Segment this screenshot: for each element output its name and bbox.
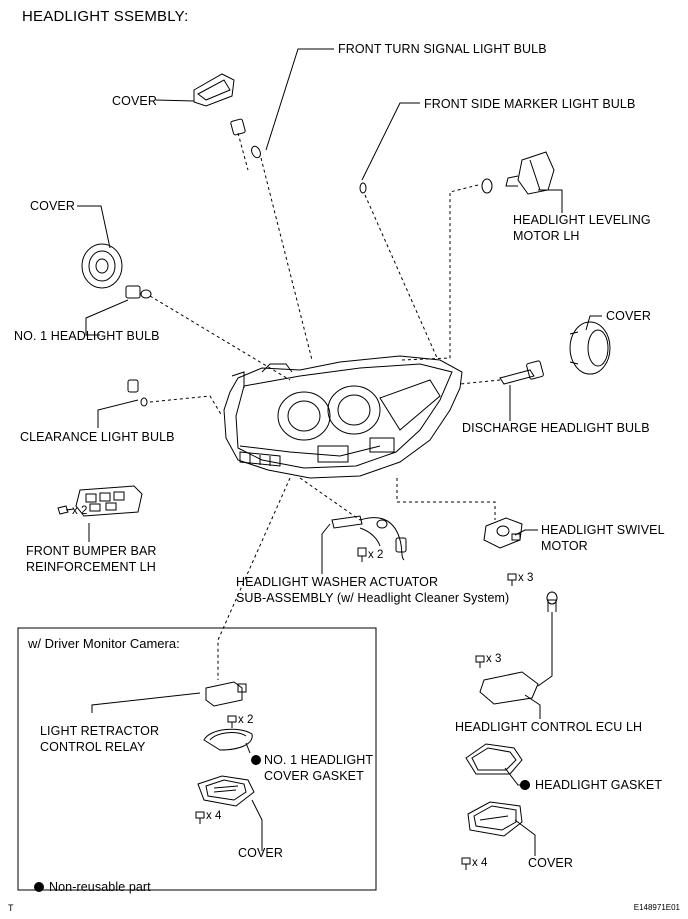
discharge-bulb-part <box>499 360 544 385</box>
cover-bottom-right-part <box>467 801 523 837</box>
cover-left-part <box>81 243 123 289</box>
label-swivel-motor-line2: MOTOR <box>541 539 588 553</box>
bumper-screw <box>57 505 75 515</box>
control-ecu-part <box>479 591 558 705</box>
qty-relay-screws: x 2 <box>238 714 254 726</box>
qty-bumper-screws: x 2 <box>72 505 88 517</box>
corner-mark: T <box>8 903 14 913</box>
label-washer-actuator-line1: HEADLIGHT WASHER ACTUATOR <box>236 575 439 589</box>
dashed-lines <box>149 132 501 680</box>
non-reusable-legend-dot-icon <box>34 882 44 892</box>
driver-monitor-inset-box <box>17 627 377 891</box>
label-headlight-gasket: HEADLIGHT GASKET <box>520 778 662 793</box>
qty-swivel-screws: x 3 <box>518 572 534 584</box>
turn-signal-socket <box>230 118 261 159</box>
washer-actuator-part <box>331 515 407 561</box>
cover-right-part <box>569 321 611 375</box>
inset-cover-screw <box>195 811 205 824</box>
label-washer-actuator-line2: SUB-ASSEMBLY (w/ Headlight Cleaner Syste… <box>236 591 510 605</box>
bottom-cover-screw <box>461 857 471 870</box>
swivel-screw <box>507 573 517 586</box>
headlight-gasket-text: HEADLIGHT GASKET <box>535 778 663 792</box>
side-marker-bulb-shape <box>359 182 367 194</box>
qty-ecu-screws: x 3 <box>486 653 502 665</box>
headlight-gasket-part <box>465 743 523 775</box>
non-reusable-dot-icon <box>520 780 530 790</box>
label-leveling-motor-line1: HEADLIGHT LEVELING <box>513 213 651 227</box>
label-swivel-motor-line1: HEADLIGHT SWIVEL <box>541 523 665 537</box>
label-cover-top: COVER <box>112 94 157 108</box>
no1-bulb-part <box>125 285 152 299</box>
label-clearance-bulb: CLEARANCE LIGHT BULB <box>20 430 175 444</box>
label-retractor-relay-line1: LIGHT RETRACTOR <box>40 724 160 738</box>
page-title: HEADLIGHT SSEMBLY: <box>22 8 189 25</box>
swivel-motor-part <box>483 517 523 549</box>
label-no1-cover-gasket-line2: COVER GASKET <box>264 769 364 783</box>
inset-title: w/ Driver Monitor Camera: <box>28 636 180 651</box>
label-cover-inset: COVER <box>238 846 283 860</box>
label-cover-left: COVER <box>30 199 75 213</box>
label-leveling-motor-line2: MOTOR LH <box>513 229 580 243</box>
bumper-reinforcement-part <box>75 485 143 517</box>
qty-bottom-cover-screws: x 4 <box>472 857 488 869</box>
label-cover-bottom-right: COVER <box>528 856 573 870</box>
label-no1-headlight-bulb: NO. 1 HEADLIGHT BULB <box>14 329 160 343</box>
label-bumper-bar-line1: FRONT BUMPER BAR <box>26 544 157 558</box>
no1-cover-gasket-part <box>203 728 253 751</box>
figure-code: E148971E01 <box>633 903 680 912</box>
retractor-relay-part <box>205 681 247 707</box>
qty-washer-screws: x 2 <box>368 549 384 561</box>
qty-inset-cover-screws: x 4 <box>206 810 222 822</box>
washer-screw <box>357 547 367 562</box>
headlight-housing <box>223 355 463 479</box>
clearance-socket-part <box>127 379 148 407</box>
label-front-side-marker-bulb: FRONT SIDE MARKER LIGHT BULB <box>424 97 636 111</box>
label-no1-cover-gasket-line1: NO. 1 HEADLIGHT <box>264 753 374 767</box>
cover-top-part <box>193 73 235 107</box>
label-bumper-bar-line2: REINFORCEMENT LH <box>26 560 156 574</box>
legend-text: Non-reusable part <box>49 880 151 894</box>
relay-screw <box>227 715 237 728</box>
legend: Non-reusable part <box>34 880 151 895</box>
leveling-motor-part <box>505 151 555 195</box>
label-retractor-relay-line2: CONTROL RELAY <box>40 740 146 754</box>
ecu-screw <box>475 655 485 668</box>
o-ring-shape <box>481 178 493 194</box>
label-discharge-bulb: DISCHARGE HEADLIGHT BULB <box>462 421 650 435</box>
label-control-ecu: HEADLIGHT CONTROL ECU LH <box>455 720 643 734</box>
inset-cover-part <box>197 775 255 807</box>
label-front-turn-signal-bulb: FRONT TURN SIGNAL LIGHT BULB <box>338 42 547 56</box>
label-cover-right: COVER <box>606 309 651 323</box>
